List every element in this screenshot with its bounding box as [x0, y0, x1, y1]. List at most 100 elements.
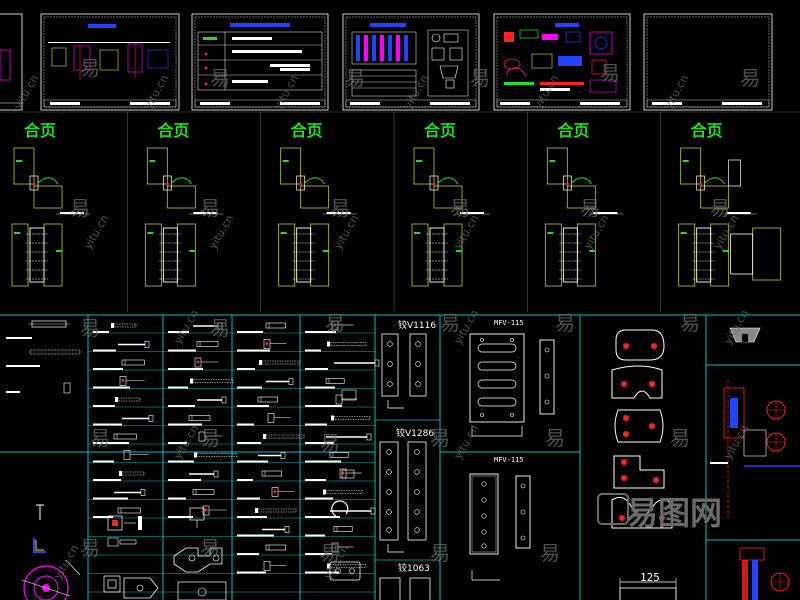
fastener-item	[237, 487, 295, 500]
screw-thread	[325, 490, 363, 494]
fastener-item	[237, 470, 282, 481]
cam-fitting	[119, 376, 127, 386]
fastener-caption	[168, 331, 189, 333]
fastener-item	[237, 544, 286, 555]
fastener-item	[237, 413, 291, 426]
hinge-panel: 合页	[660, 112, 782, 312]
fastener-caption	[93, 386, 130, 389]
cam-fitting	[267, 413, 275, 423]
fastener-item	[237, 322, 286, 333]
cam-fitting	[263, 561, 271, 571]
dim-label	[722, 250, 729, 252]
extra-panel-section	[752, 227, 782, 281]
fastener-caption	[237, 479, 253, 481]
catalog-col-2-bottom	[103, 515, 159, 599]
fastener-caption	[93, 516, 113, 518]
watermark-char: 易	[200, 536, 220, 560]
dowel	[261, 470, 282, 477]
fastener-caption	[93, 349, 116, 352]
screw-head	[111, 323, 114, 328]
watermark-char: 易	[200, 196, 220, 220]
hinge-panel-title: 合页	[24, 121, 56, 140]
part-label-v1116: 铰V1116	[398, 319, 436, 331]
fastener-caption	[305, 405, 342, 407]
watermark-char: 易	[330, 196, 350, 220]
catalog-col-5-bottom	[329, 389, 361, 581]
fastener-caption	[305, 571, 339, 574]
dowel	[113, 433, 137, 440]
fastener-item	[305, 415, 371, 426]
hinge-plate	[162, 227, 178, 283]
bolt-nut	[221, 396, 227, 404]
watermark-char: 易	[325, 311, 345, 335]
fastener-item	[93, 376, 145, 389]
fastener-item	[305, 433, 372, 444]
mfv-hinge-column: MFV-115 MFV-115	[469, 319, 555, 581]
swing-arc	[37, 177, 59, 185]
cam-mark	[121, 379, 125, 382]
dowel	[325, 378, 345, 384]
cam-fitting	[331, 542, 339, 553]
panel-section-left	[144, 223, 162, 287]
cam-mark	[196, 360, 200, 364]
swing-arc	[304, 177, 326, 185]
part-label-mfv-mid: MFV-115	[494, 456, 524, 464]
fastener-item	[305, 542, 354, 555]
fastener-item	[168, 452, 238, 463]
part-label-v1286: 铰V1286	[396, 427, 434, 439]
hinge-panel-title: 合页	[557, 121, 589, 140]
hinge-panels-row: 合页合页合页合页合页合页	[0, 111, 800, 312]
fastener-caption	[168, 460, 194, 463]
bolt-nut	[366, 433, 372, 441]
bolt-nut	[140, 489, 146, 496]
cam-fitting	[198, 431, 206, 442]
cabinet-side-outline	[33, 185, 63, 209]
watermark-domain: yitu.cn	[141, 73, 171, 112]
dim-label	[149, 160, 156, 162]
fastener-caption	[237, 442, 261, 444]
panel-section-left	[11, 223, 29, 287]
fastener-item	[305, 526, 353, 537]
cabinet-side-outline	[166, 185, 196, 209]
watermark-char: 易	[200, 426, 220, 450]
cam-fitting	[202, 505, 210, 516]
screw-thread	[261, 360, 301, 365]
fastener-caption	[237, 405, 269, 407]
hinge-panel-title: 合页	[291, 121, 323, 140]
fastener-item	[305, 378, 345, 389]
dowel	[192, 489, 215, 495]
screw-head	[259, 360, 262, 365]
hinge-plate	[296, 227, 312, 283]
fastener-item	[93, 507, 141, 518]
fastener-specimens	[93, 320, 380, 574]
screw-head	[327, 563, 330, 569]
bolt-nut	[370, 507, 376, 515]
fastener-item	[168, 322, 223, 333]
fastener-item	[305, 489, 363, 500]
fastener-caption	[168, 516, 193, 518]
screw-thread	[196, 453, 238, 457]
watermark-logo: 易图网	[597, 493, 722, 532]
screw-head	[115, 397, 118, 402]
dim-label	[147, 232, 154, 234]
fastener-item	[305, 468, 362, 481]
door-leaf-outline	[146, 147, 168, 185]
panel-section-left	[678, 223, 696, 287]
watermark-char: 易	[70, 196, 90, 220]
fastener-caption	[93, 442, 129, 444]
watermark-char: 易	[320, 431, 340, 455]
fastener-caption	[237, 497, 260, 500]
cam-fitting	[123, 450, 131, 460]
fastener-caption	[237, 331, 263, 333]
fastener-caption	[305, 349, 321, 352]
screw-thread	[333, 416, 371, 420]
hinge-plate	[696, 227, 712, 283]
bolt-nut	[284, 526, 290, 533]
watermark-domain: yitu.cn	[661, 73, 691, 112]
door-leaf-outline	[546, 147, 568, 185]
fastener-caption	[305, 460, 341, 463]
watermark-domain: yitu.cn	[721, 423, 751, 462]
fastener-item	[237, 526, 290, 537]
fastener-caption	[93, 423, 122, 426]
dim-label	[280, 232, 287, 234]
